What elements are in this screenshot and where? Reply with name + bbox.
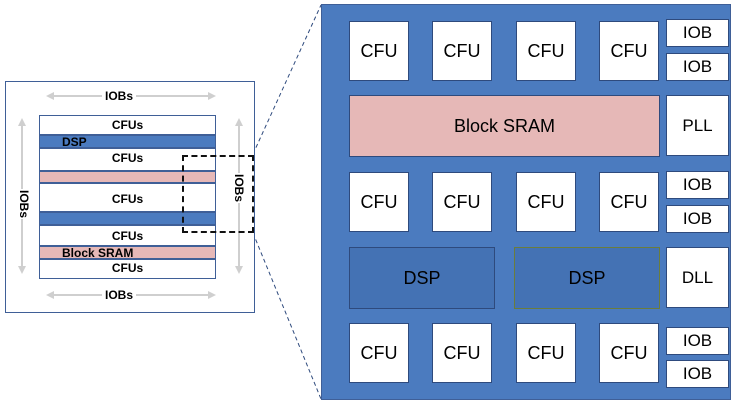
- cfus-strip-1-label: CFUs: [111, 118, 144, 132]
- iobs-top-label: IOBs: [102, 90, 137, 102]
- zoom-window: [182, 155, 254, 233]
- cfu-tile: CFU: [599, 172, 659, 232]
- block-sram-strip: Block SRAM: [39, 246, 216, 259]
- dsp-strip-2: [39, 212, 216, 225]
- iob-tile: IOB: [666, 171, 729, 199]
- cfus-strip-2-label: CFUs: [111, 151, 144, 165]
- iob-tile: IOB: [666, 19, 729, 47]
- iob-tile: IOB: [666, 360, 729, 388]
- fpga-detail: CFU CFU CFU CFU IOB IOB Block SRAM PLL C…: [321, 4, 731, 400]
- cfu-tile: CFU: [516, 21, 576, 81]
- cfu-tile: CFU: [599, 21, 659, 81]
- cfus-strip-2: CFUs: [39, 148, 216, 171]
- dsp-tile: DSP: [514, 247, 660, 309]
- cfus-strip-5: CFUs: [39, 259, 216, 279]
- iobs-left-label: IOBs: [17, 189, 31, 219]
- cfu-tile: CFU: [516, 323, 576, 383]
- cfu-tile: CFU: [516, 172, 576, 232]
- cfu-tile: CFU: [432, 172, 492, 232]
- dsp-strip: DSP: [39, 135, 216, 148]
- zoom-connector-bottom: [252, 232, 322, 400]
- iob-tile: IOB: [666, 327, 729, 355]
- cfu-tile: CFU: [599, 323, 659, 383]
- block-sram-tile: Block SRAM: [349, 95, 660, 157]
- dsp-tile: DSP: [349, 247, 495, 309]
- block-sram-strip-label: Block SRAM: [62, 246, 134, 260]
- cfus-strip-3: CFUs: [39, 183, 216, 212]
- zoom-connector-top: [252, 4, 322, 155]
- cfu-tile: CFU: [432, 323, 492, 383]
- cfu-tile: CFU: [349, 21, 409, 81]
- fpga-overview: IOBs IOBs IOBs IOBs CFUs DSP CFUs CFUs C…: [5, 81, 255, 313]
- cfus-strip-4-label: CFUs: [111, 229, 144, 243]
- cfu-tile: CFU: [432, 21, 492, 81]
- iob-tile: IOB: [666, 53, 729, 81]
- cfus-strip-4: CFUs: [39, 225, 216, 246]
- cfus-strip-3-label: CFUs: [111, 192, 144, 206]
- pll-tile: PLL: [666, 95, 729, 156]
- cfu-tile: CFU: [349, 172, 409, 232]
- cfus-strip-5-label: CFUs: [111, 261, 144, 275]
- iob-tile: IOB: [666, 205, 729, 233]
- dll-tile: DLL: [666, 247, 729, 308]
- sram-strip-1: [39, 171, 216, 183]
- dsp-strip-label: DSP: [62, 135, 87, 149]
- iobs-bottom-label: IOBs: [102, 289, 137, 301]
- cfus-strip-1: CFUs: [39, 115, 216, 135]
- cfu-tile: CFU: [349, 323, 409, 383]
